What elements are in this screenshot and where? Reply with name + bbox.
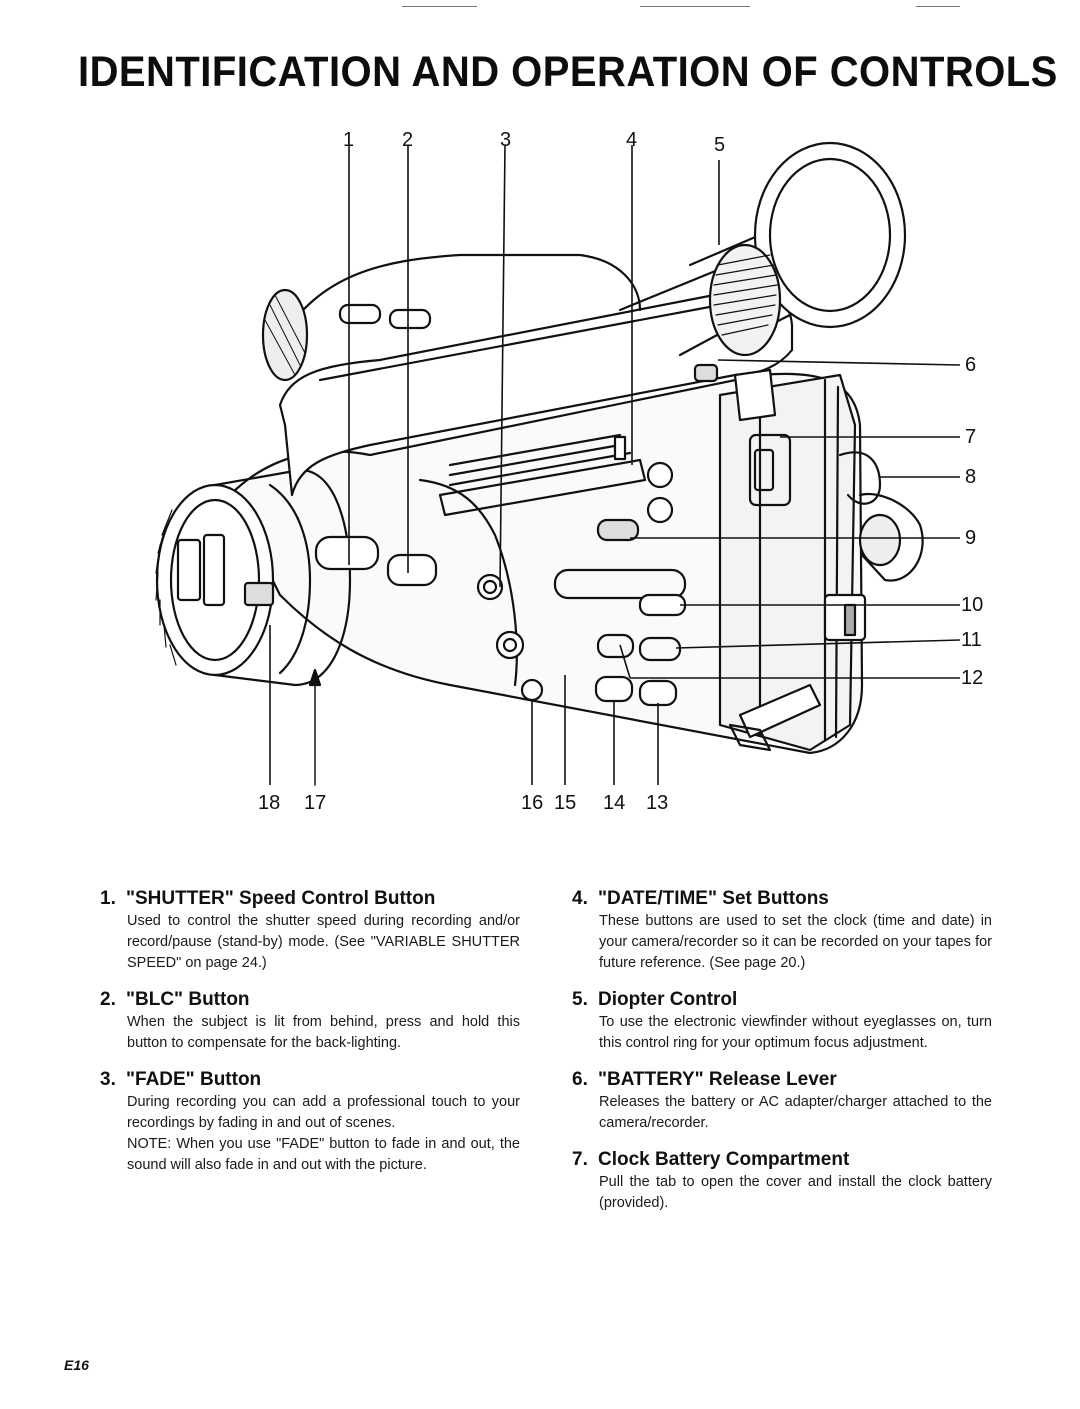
item-6-heading: 6."BATTERY" Release Lever (572, 1069, 837, 1090)
callout-11: 11 (961, 629, 982, 651)
item-3-heading: 3."FADE" Button (100, 1069, 262, 1090)
item-5-heading: 5.Diopter Control (572, 989, 738, 1010)
page-title: IDENTIFICATION AND OPERATION OF CONTROLS (78, 48, 1058, 96)
item-6: 6."BATTERY" Release Lever Releases the b… (572, 1068, 992, 1134)
top-rule-1 (402, 6, 477, 7)
callout-8: 8 (965, 466, 977, 488)
callout-13: 13 (646, 792, 669, 814)
callout-2: 2 (402, 129, 414, 151)
item-3: 3."FADE" Button During recording you can… (100, 1068, 520, 1176)
callout-12: 12 (961, 667, 984, 689)
item-1-heading: 1."SHUTTER" Speed Control Button (100, 888, 436, 909)
callout-5: 5 (714, 134, 726, 156)
item-5: 5.Diopter Control To use the electronic … (572, 988, 992, 1054)
callout-6: 6 (965, 354, 977, 376)
callout-7: 7 (965, 426, 977, 448)
callout-16: 16 (521, 792, 544, 814)
item-6-body: Releases the battery or AC adapter/charg… (599, 1094, 992, 1131)
item-2: 2."BLC" Button When the subject is lit f… (100, 988, 520, 1054)
callout-9: 9 (965, 527, 977, 549)
item-3-body: During recording you can add a professio… (127, 1094, 520, 1131)
item-3-note: NOTE: When you use "FADE" button to fade… (127, 1136, 520, 1173)
item-2-heading: 2."BLC" Button (100, 989, 250, 1010)
callout-17: 17 (304, 792, 327, 814)
item-4-heading: 4."DATE/TIME" Set Buttons (572, 888, 829, 909)
item-7: 7.Clock Battery Compartment Pull the tab… (572, 1148, 992, 1214)
item-5-body: To use the electronic viewfinder without… (599, 1014, 992, 1051)
top-rule-3 (916, 6, 960, 7)
camcorder-illustration: 1 2 3 4 5 6 7 8 9 10 11 12 18 17 16 15 1… (120, 125, 990, 825)
callout-10: 10 (961, 594, 984, 616)
item-4: 4."DATE/TIME" Set Buttons These buttons … (572, 887, 992, 974)
item-1-body: Used to control the shutter speed during… (127, 913, 520, 971)
callout-14: 14 (603, 792, 626, 814)
callout-15: 15 (554, 792, 577, 814)
item-4-body: These buttons are used to set the clock … (599, 913, 992, 971)
right-column: 4."DATE/TIME" Set Buttons These buttons … (572, 887, 992, 1228)
left-column: 1."SHUTTER" Speed Control Button Used to… (100, 887, 520, 1190)
item-7-body: Pull the tab to open the cover and insta… (599, 1174, 992, 1211)
item-7-heading: 7.Clock Battery Compartment (572, 1149, 850, 1170)
callout-3: 3 (500, 129, 512, 151)
top-rule-2 (640, 6, 750, 7)
callout-18: 18 (258, 792, 281, 814)
item-1: 1."SHUTTER" Speed Control Button Used to… (100, 887, 520, 974)
item-2-body: When the subject is lit from behind, pre… (127, 1014, 520, 1051)
page-number: E16 (64, 1357, 89, 1373)
callout-4: 4 (626, 129, 638, 151)
callout-1: 1 (343, 129, 355, 151)
camcorder-drawing (155, 141, 961, 786)
